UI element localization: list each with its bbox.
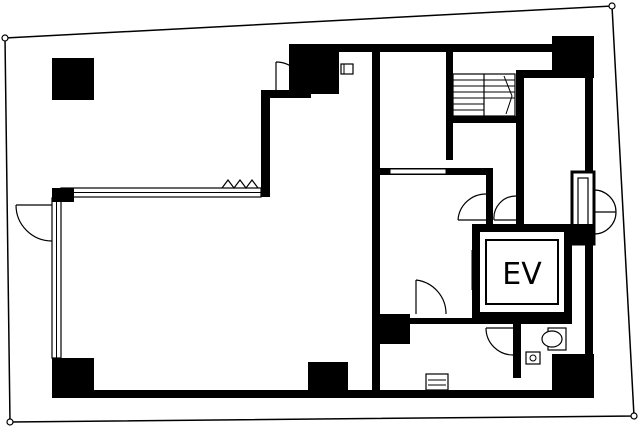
door-swing-entrance: [593, 189, 617, 235]
elevator-car: [485, 239, 559, 305]
boundary-corner-marker: [608, 2, 616, 10]
wall-right: [585, 78, 593, 176]
utility-fixture: [340, 63, 354, 75]
wall-toilet-top: [513, 318, 572, 324]
wall-corridor-top: [372, 314, 410, 344]
wall-stair-top-right: [516, 70, 560, 78]
wall-corridor-line: [410, 318, 516, 324]
wall-inner-step: [261, 90, 270, 197]
wall-step-top: [261, 90, 311, 98]
column-room-corner: [52, 188, 74, 202]
door-swing-hall-right: [493, 195, 517, 221]
window-middle-room: [389, 168, 447, 175]
door-swing-middle-room: [415, 279, 447, 315]
door-swing-top: [275, 61, 305, 91]
column-bottom-left: [52, 358, 94, 398]
wall-hall-right: [516, 190, 524, 224]
door-swing-left: [15, 204, 53, 242]
sink-fixture: [525, 351, 541, 365]
boundary-corner-marker: [1, 34, 9, 42]
freestanding-column: [52, 58, 94, 100]
wall-elevator-right: [564, 224, 593, 244]
stairs: [452, 73, 516, 117]
wall-partition-main: [372, 44, 380, 398]
wall-stair-right: [516, 75, 524, 223]
boundary-corner-marker: [6, 418, 14, 426]
wall-stair-bottom: [446, 116, 522, 123]
curtain-zigzag: [221, 179, 259, 189]
wall-stair-left: [446, 44, 453, 160]
door-swing-toilet: [485, 327, 514, 356]
column-bottom-right: [552, 354, 594, 398]
door-swing-hall-left: [457, 193, 487, 221]
elevator-label: EV: [502, 257, 542, 292]
boundary-corner-marker: [630, 412, 638, 420]
toilet-fixture: [541, 327, 567, 351]
vent-grille: [425, 373, 449, 391]
wall-hall-vertical: [486, 168, 493, 228]
wall-right-lower: [585, 244, 593, 354]
wall-toilet-left: [513, 318, 521, 378]
column-bottom-middle: [308, 362, 348, 398]
wall-top: [289, 44, 589, 52]
